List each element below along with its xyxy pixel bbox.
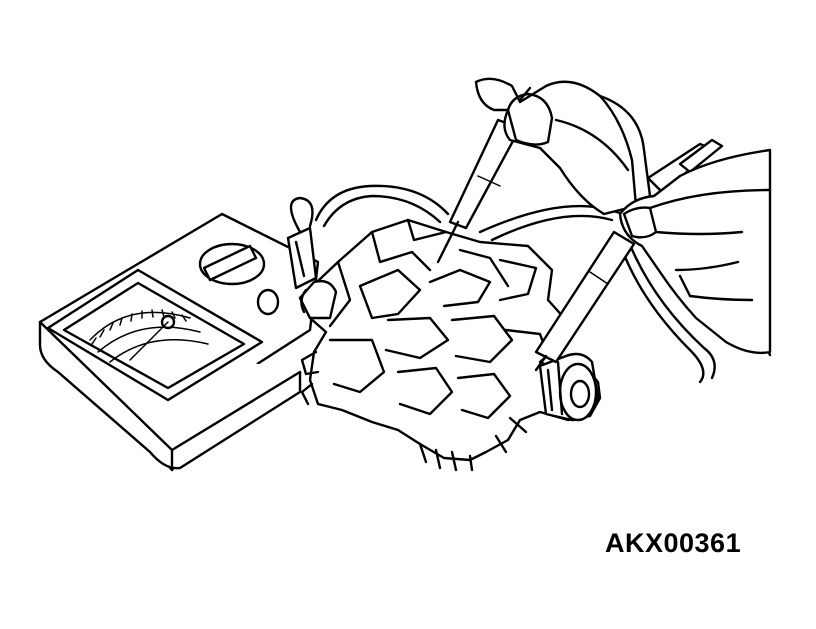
range-selector-knob — [198, 242, 266, 286]
zero-adjust-knob — [256, 288, 280, 316]
right-hand — [618, 148, 772, 355]
right-test-probe — [534, 138, 724, 372]
component-under-test — [298, 218, 602, 472]
meter-window-inner — [62, 281, 246, 390]
figure-code-label: AKX00361 — [605, 528, 742, 558]
analog-multimeter — [38, 212, 320, 472]
left-hand — [474, 77, 652, 216]
